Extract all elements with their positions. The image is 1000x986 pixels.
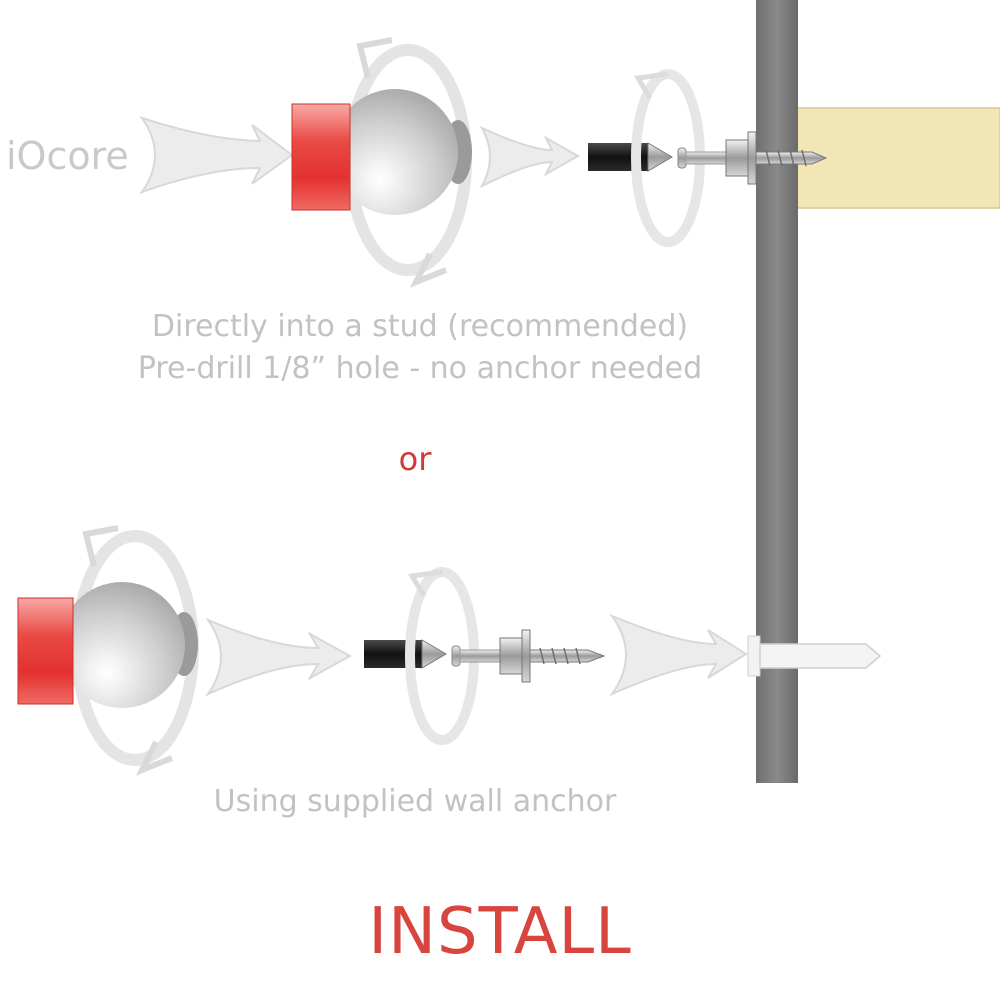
- rotate-arrow-icon: [135, 740, 174, 776]
- rotate-arrow-icon: [356, 37, 393, 79]
- wood-stud: [796, 107, 1000, 209]
- rotate-arrow-icon: [633, 71, 669, 100]
- brand-logo: iOcore: [6, 134, 129, 178]
- knob-icon: [291, 37, 472, 288]
- stud-caption-line1: Directly into a stud (recommended): [151, 309, 689, 344]
- rotate-arrow-icon: [82, 525, 119, 567]
- page-title: INSTALL: [368, 895, 632, 969]
- flow-arrow-icon: [609, 613, 748, 697]
- screwdriver-bit-icon: [364, 639, 447, 669]
- rotate-arrow-icon: [409, 252, 448, 288]
- screwdriver-bit-icon: [588, 142, 673, 172]
- flow-arrow-icon: [139, 116, 294, 194]
- flow-arrow-icon: [479, 125, 581, 189]
- wall-anchor-icon: [747, 635, 882, 677]
- stud-caption-line2: Pre-drill 1/8” hole - no anchor needed: [137, 351, 703, 386]
- or-separator: or: [398, 440, 432, 478]
- knob-icon: [17, 525, 199, 776]
- screw-icon: [451, 629, 606, 683]
- anchor-caption: Using supplied wall anchor: [213, 784, 617, 819]
- rotate-arrow-icon: [407, 569, 443, 598]
- flow-arrow-icon: [205, 617, 353, 697]
- stud-caption: Directly into a stud (recommended) Pre-d…: [60, 306, 780, 390]
- screw-icon: [677, 131, 828, 185]
